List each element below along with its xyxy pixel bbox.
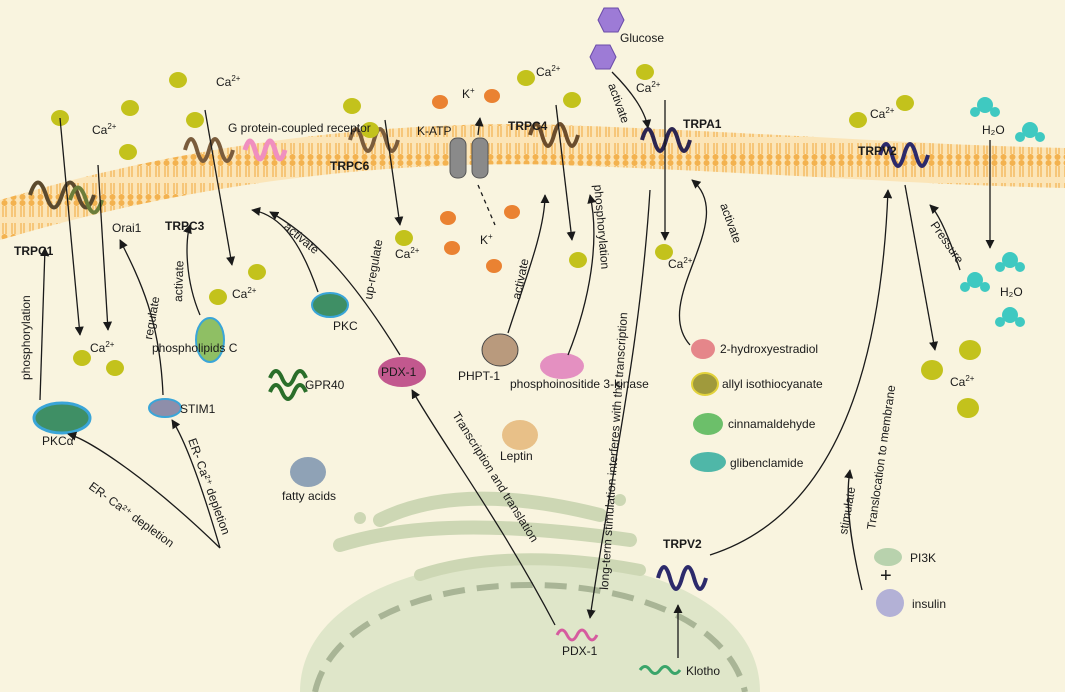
trpc6-label: TRPC6: [330, 159, 370, 173]
gpcr-label: G protein-coupled receptor: [228, 121, 371, 135]
trpc1-channel: [28, 180, 104, 215]
pkc-label: PKC: [333, 319, 358, 333]
katp-label: K-ATP: [417, 124, 451, 138]
hydroxyestradiol-shape: [691, 339, 715, 359]
hydroxyestradiol-label: 2-hydroxyestradiol: [720, 342, 818, 356]
leptin-label: Leptin: [500, 449, 533, 463]
pi3k-label: PI3K: [910, 551, 936, 565]
activate-glucose-label: activate: [605, 81, 632, 125]
fatty-acids-shape: [290, 457, 326, 487]
gpcr-receptor: [242, 138, 288, 162]
svg-text:Ca2+: Ca2+: [870, 106, 895, 121]
allyl-shape: [691, 372, 719, 396]
cell-membrane: [0, 124, 1065, 240]
regulate-label: regulate: [141, 295, 162, 340]
glibenclamide-label: glibenclamide: [730, 456, 804, 470]
pathway-arrows: [39, 71, 995, 658]
pi3k-shape: [874, 548, 902, 566]
insulin-shape: [876, 589, 904, 617]
gpr40-label: GPR40: [305, 378, 345, 392]
trpc3-channel: [183, 137, 235, 163]
pkc-alpha-shape: [32, 401, 92, 435]
svg-text:Ca2+: Ca2+: [92, 122, 117, 137]
trpv2-membrane-label: TRPV2: [858, 144, 897, 158]
activate-phpt1-label: activate: [509, 257, 531, 301]
pkc-shape: [311, 292, 349, 318]
phosphorylation-left-label: phosphorylation: [19, 295, 33, 380]
pdx1-label: PDX-1: [381, 365, 417, 379]
leptin-shape: [502, 420, 538, 450]
klotho-shape: [638, 665, 682, 675]
potassium-ions: [432, 89, 520, 273]
long-term-label: long-term stimulation interferes with th…: [597, 312, 630, 590]
trpa1-label: TRPA1: [683, 117, 722, 131]
glucose-label: Glucose: [620, 31, 664, 45]
trpc4-label: TRPC4: [508, 119, 548, 133]
svg-text:Ca2+: Ca2+: [636, 80, 661, 95]
svg-text:Ca2+: Ca2+: [216, 74, 241, 89]
translocation-label: Translocation to membrane: [864, 384, 898, 530]
glibenclamide-shape: [690, 452, 726, 472]
katp-channel: [449, 137, 489, 179]
stimulate-label: stimulate: [836, 485, 858, 535]
gpr40-shape: [268, 369, 308, 401]
allyl-label: allyl isothiocyanate: [722, 377, 823, 391]
trpa1-channel: [640, 127, 692, 153]
phpt1-label: PHPT-1: [458, 369, 500, 383]
glucose-molecules: [589, 7, 625, 70]
trpc4-channel: [528, 122, 580, 148]
svg-text:H₂O: H₂O: [1000, 285, 1023, 299]
activate-gpr40-label: activate: [281, 220, 322, 258]
trpv2-membrane-channel: [878, 142, 930, 168]
cinnamaldehyde-shape: [693, 413, 723, 435]
svg-text:Ca2+: Ca2+: [395, 246, 420, 261]
insulin-label: insulin: [912, 597, 946, 611]
orai1-label: Orai1: [112, 221, 142, 235]
water-molecules: [960, 97, 1045, 327]
pdx1-gene-shape: [555, 628, 599, 642]
stim1-label: STIM1: [180, 402, 216, 416]
phospholipids-c-label: phospholipids C: [152, 341, 238, 355]
pi3k-kinase-shape: [540, 353, 584, 379]
svg-text:Ca2+: Ca2+: [232, 286, 257, 301]
svg-text:K+: K+: [462, 86, 475, 101]
pdx1-gene-label: PDX-1: [562, 644, 598, 658]
stim1-shape: [148, 398, 182, 418]
activate-trpc3-label: activate: [171, 260, 186, 302]
pressure-label: Pressure: [928, 219, 967, 267]
er-depletion-label-1: ER- Ca²⁺ depletion: [86, 479, 177, 550]
trpc1-label: TRPC1: [14, 244, 54, 258]
fatty-acids-label: fatty acids: [282, 489, 336, 503]
upregulate-label: up-regulate: [361, 238, 385, 301]
activate-trpa1-label: activate: [717, 201, 744, 245]
calcium-ions: [51, 64, 981, 418]
plus-sign: +: [880, 565, 892, 587]
svg-text:Ca2+: Ca2+: [90, 340, 115, 355]
phpt1-shape: [481, 333, 519, 367]
pkc-alpha-label: PKCα: [42, 434, 74, 448]
trpv2-er-channel: [656, 565, 708, 591]
svg-text:Ca2+: Ca2+: [536, 64, 561, 79]
svg-text:H₂O: H₂O: [982, 123, 1005, 137]
trpc3-label: TRPC3: [165, 219, 205, 233]
endoplasmic-reticulum: [300, 491, 760, 692]
svg-text:Ca2+: Ca2+: [950, 374, 975, 389]
cinnamaldehyde-label: cinnamaldehyde: [728, 417, 816, 431]
pdx1-shape: [378, 357, 426, 387]
svg-text:Ca2+: Ca2+: [668, 256, 693, 271]
svg-text:K+: K+: [480, 232, 493, 247]
phospholipids-c-shape: [195, 317, 225, 363]
pi3k-kinase-label: phosphoinositide 3-kinase: [510, 377, 649, 391]
ion-labels: Ca2+ Ca2+ Ca2+ Ca2+ Ca2+ Ca2+ Ca2+ Ca2+ …: [90, 64, 1023, 389]
trpv2-er-label: TRPV2: [663, 537, 702, 551]
klotho-label: Klotho: [686, 664, 720, 678]
